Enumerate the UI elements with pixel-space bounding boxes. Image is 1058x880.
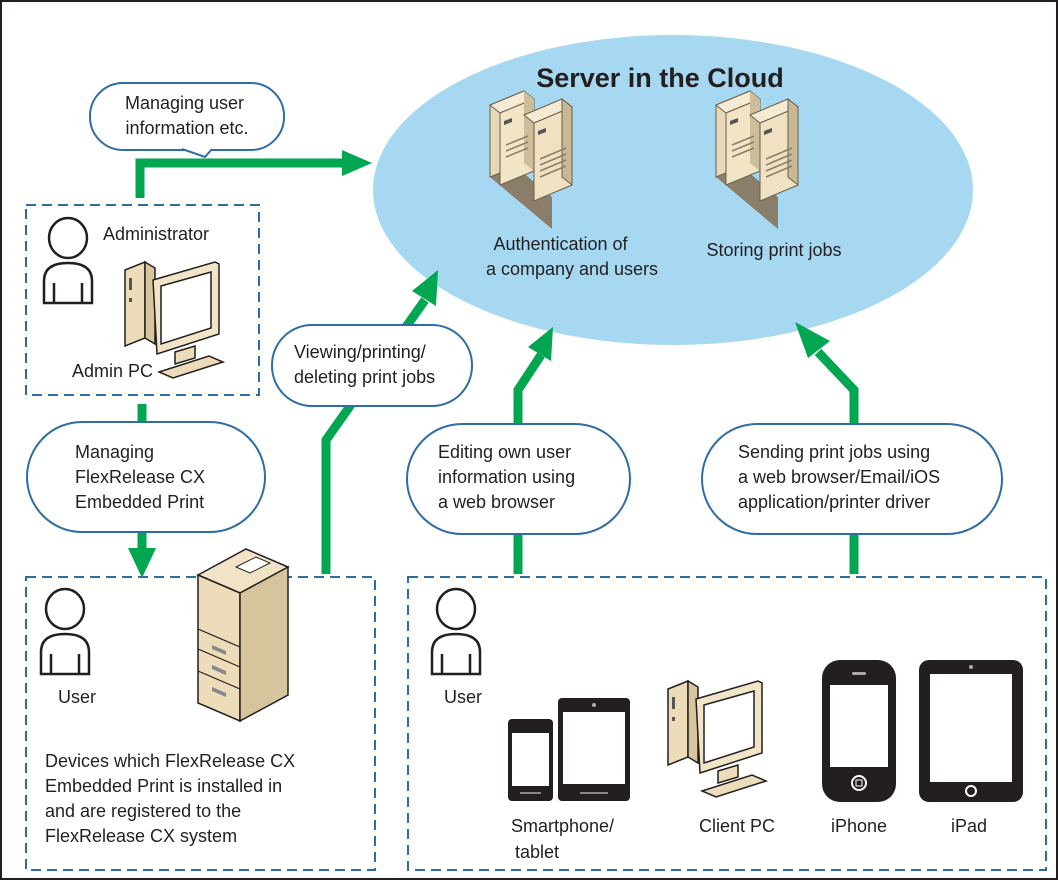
ipad-label: iPad: [951, 816, 987, 836]
svg-text:Editing own user informa: Editing own user information using a web…: [438, 442, 580, 512]
callout-managing-flexrelease: Managing FlexRelease CX Embedded Print: [26, 421, 266, 533]
storage-label: Storing print jobs: [706, 240, 841, 260]
ipad-icon: [919, 660, 1023, 802]
callout-viewing-printing: Viewing/printing/ deleting print jobs: [271, 324, 473, 407]
callout-sending-jobs: Sending print jobs using a web browser/E…: [701, 423, 1003, 535]
svg-text:Sending print jobs using: Sending print jobs using a web browser/E…: [738, 442, 945, 512]
printer-icon: [197, 548, 289, 722]
cloud-title: Server in the Cloud: [536, 63, 784, 93]
callout-editing-user: Editing own user information using a web…: [406, 423, 631, 535]
smartphone-label: Smartphone/ tablet: [511, 816, 619, 862]
client-box: [407, 576, 1047, 871]
iphone-icon: [822, 660, 896, 802]
device-description: Devices which FlexRelease CX Embedded Pr…: [45, 751, 300, 846]
auth-label: Authentication of a company and users: [486, 234, 658, 279]
admin-role-label: Administrator: [103, 224, 209, 244]
tablet-icon: [558, 698, 630, 801]
admin-box: [25, 204, 260, 396]
iphone-label: iPhone: [831, 816, 887, 836]
smartphone-icon: [508, 719, 553, 801]
device-box: [25, 576, 376, 871]
device-user-label: User: [58, 687, 96, 707]
arrow-admin-to-cloud: [135, 158, 345, 198]
svg-text:Managing user informatio: Managing user information etc.: [125, 93, 249, 138]
client-pc-label: Client PC: [699, 816, 775, 836]
svg-text:Managing FlexRelease CX: Managing FlexRelease CX Embedded Print: [75, 442, 210, 512]
client-user-label: User: [444, 687, 482, 707]
admin-pc-label: Admin PC: [72, 361, 153, 381]
svg-text:Viewing/printing/ deleti: Viewing/printing/ deleting print jobs: [294, 342, 435, 387]
callout-managing-user: Managing user information etc.: [89, 82, 285, 159]
